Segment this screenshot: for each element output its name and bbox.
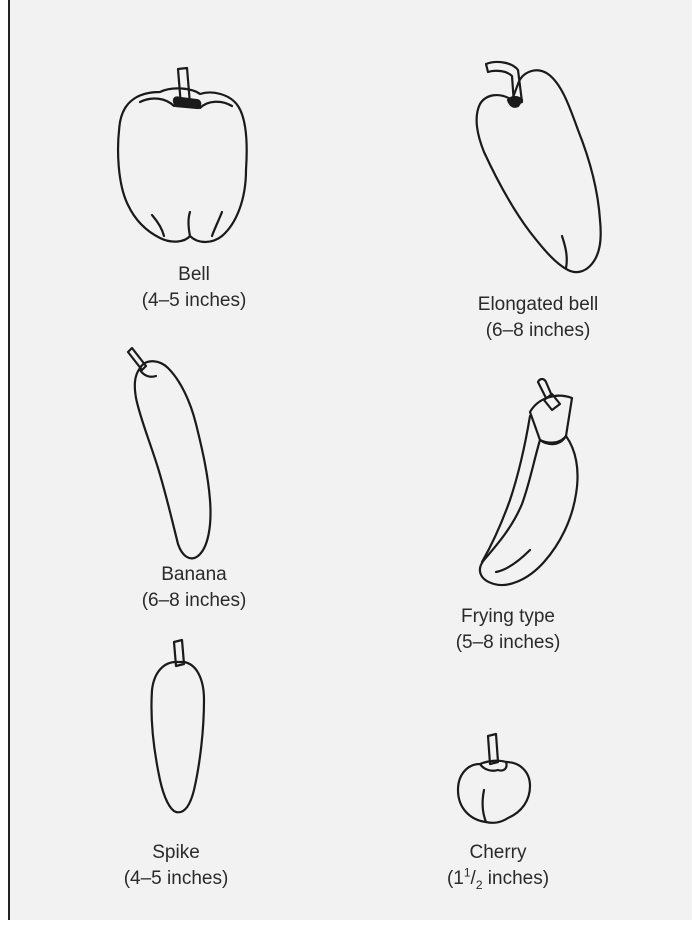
spike-size: (4–5 inches) <box>46 866 306 892</box>
cherry-pepper-illustration <box>458 734 530 823</box>
caption-cherry: Cherry (11/2 inches) <box>368 840 628 892</box>
caption-spike: Spike (4–5 inches) <box>46 840 306 892</box>
frying-type-size: (5–8 inches) <box>378 630 638 656</box>
frying-type-name: Frying type <box>378 604 638 630</box>
banana-name: Banana <box>64 562 324 588</box>
cherry-size-sub: 2 <box>476 878 483 892</box>
bell-size: (4–5 inches) <box>64 288 324 314</box>
caption-frying-type: Frying type (5–8 inches) <box>378 604 638 656</box>
elongated-bell-pepper-illustration <box>477 62 601 272</box>
cherry-name: Cherry <box>368 840 628 866</box>
banana-size: (6–8 inches) <box>64 588 324 614</box>
banana-pepper-illustration <box>128 348 211 558</box>
elongated-bell-size: (6–8 inches) <box>408 318 668 344</box>
bell-name: Bell <box>64 262 324 288</box>
caption-elongated-bell: Elongated bell (6–8 inches) <box>408 292 668 344</box>
frying-type-pepper-illustration <box>480 379 578 585</box>
caption-banana: Banana (6–8 inches) <box>64 562 324 614</box>
cherry-size-suffix: inches) <box>483 868 550 889</box>
elongated-bell-name: Elongated bell <box>408 292 668 318</box>
cherry-size-prefix: (1 <box>447 868 464 889</box>
bell-pepper-illustration <box>118 68 247 242</box>
caption-bell: Bell (4–5 inches) <box>64 262 324 314</box>
cherry-size: (11/2 inches) <box>368 866 628 892</box>
spike-pepper-illustration <box>151 640 204 812</box>
spike-name: Spike <box>46 840 306 866</box>
cherry-size-sup: 1 <box>464 866 471 880</box>
